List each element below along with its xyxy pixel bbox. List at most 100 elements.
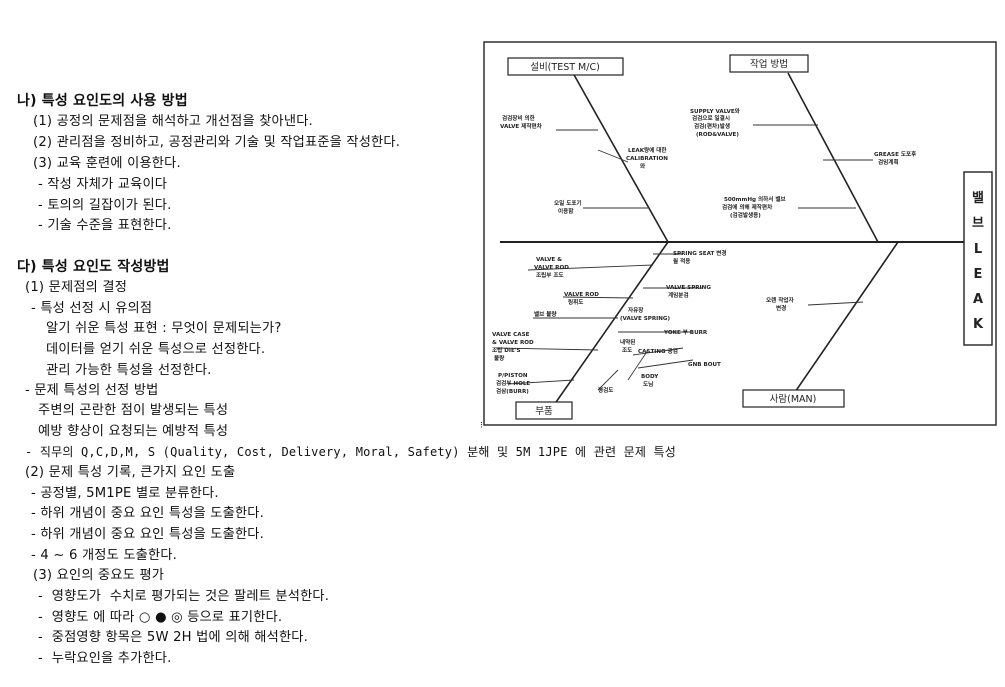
cause-label: 검임계획 <box>878 158 899 166</box>
box-parts <box>515 401 573 420</box>
effect-char: K <box>973 317 984 332</box>
cause-label: 계임분검 <box>668 291 689 299</box>
cause-label: 검검장비 의한 <box>502 114 536 122</box>
cause-label: 검검부 HOLE <box>496 379 530 387</box>
branch-line <box>597 369 619 391</box>
cause-label: 링휘도 <box>568 298 583 306</box>
scan-mark: ⁝ <box>480 421 483 430</box>
bone-method <box>787 72 879 243</box>
diagram-frame <box>483 41 997 426</box>
section-b-item: (1) 공정의 문제점을 해석하고 개선점을 찾아낸다. <box>33 114 313 129</box>
section-c-line: - 중점영향 항목은 5W 2H 법에 의해 해석한다. <box>38 630 309 645</box>
cause-label: 조도 <box>622 347 632 354</box>
bone-person <box>792 241 899 396</box>
section-c-line: 데이터를 얻기 쉬운 특성으로 선정한다. <box>46 342 266 357</box>
cause-label: VALVE CASE <box>492 332 530 338</box>
cause-label: (VALVE SPRING) <box>620 316 671 322</box>
effect-char: A <box>973 292 983 307</box>
section-b-title: 나) 특성 요인도의 사용 방법 <box>17 93 188 109</box>
cause-label: 도님 <box>643 380 653 388</box>
section-c-line: - 문제 특성의 선정 방법 <box>25 383 159 398</box>
cause-label: 검검에 의해 제작편차 <box>722 203 773 211</box>
cause-label: 밸브 불량 <box>534 310 557 318</box>
cause-label: 오일 도포기 <box>554 199 582 207</box>
section-b-item: - 토의의 길잡이가 된다. <box>38 198 172 213</box>
section-b-item: (3) 교육 훈련에 이용한다. <box>33 156 181 171</box>
cause-label: VALVE & <box>536 257 562 263</box>
cause-label: 월 적용 <box>673 257 690 265</box>
effect-char: E <box>974 267 983 282</box>
section-c-line: - 특성 선정 시 유의점 <box>31 301 153 316</box>
branch-line <box>807 301 864 306</box>
section-c-line: - 영향도 에 따라 ○ ● ◎ 등으로 표기한다. <box>38 610 283 625</box>
cause-label: LEAK량에 대한 <box>628 146 667 154</box>
section-c-line: - 하위 개념이 중요 요인 특성을 도출한다. <box>31 527 265 542</box>
cause-label: 500mmHg 의하서 밸브 <box>724 195 786 203</box>
section-c-line: - 공정별, 5M1PE 별로 분류한다. <box>31 486 219 501</box>
section-b-item: - 작성 자체가 교육이다 <box>38 177 168 192</box>
cause-label: GREASE 도포후 <box>874 150 916 158</box>
cause-label: P/PISTON <box>498 373 528 379</box>
cause-label: 와 <box>640 162 646 170</box>
cause-label: 검검으로 일결시 <box>692 114 730 122</box>
cause-label: 조립 DIE'S <box>492 346 521 354</box>
cause-label: 이용함 <box>558 207 574 215</box>
cause-label: (ROD&VALVE) <box>696 132 739 138</box>
cause-label: (검검발생용) <box>730 211 761 219</box>
section-c-line: 관리 가능한 특성을 선정한다. <box>46 363 212 378</box>
section-c-line: - 누락요인을 추가한다. <box>38 651 172 666</box>
cause-label: VALVE ROD <box>534 265 569 271</box>
section-c-line: (2) 문제 특성 기록, 큰가지 요인 도출 <box>25 465 236 480</box>
effect-char: 브 <box>972 216 984 231</box>
cause-label: 조립부 조도 <box>536 271 564 279</box>
cause-label: VALVE SPRING <box>666 285 711 291</box>
cause-label: SPRING SEAT 변경 <box>673 249 727 257</box>
cause-label: 불량 <box>494 354 505 362</box>
box-parts-label: 부품 <box>535 406 553 417</box>
section-c-line: (1) 문제점의 결정 <box>25 280 128 295</box>
cause-label: BODY <box>641 374 659 380</box>
cause-label: GNB BOUT <box>688 362 721 368</box>
cause-label: VALVE ROD <box>564 292 599 298</box>
cause-label: 오랜 작업자 <box>766 296 795 304</box>
cause-label: 변경 <box>776 304 786 312</box>
box-method <box>729 54 809 73</box>
cause-label: CALIBRATION <box>626 156 668 162</box>
cause-label: & VALVE ROD <box>492 340 534 346</box>
branch-line <box>627 349 649 381</box>
section-c-line: 알기 쉬운 특성 표현 : 무엇이 문제되는가? <box>46 321 282 336</box>
cause-label: 평검도 <box>598 386 613 394</box>
section-b-item: (2) 관리점을 정비하고, 공정관리와 기술 및 작업표준을 작성한다. <box>33 135 401 150</box>
effect-char: 밸 <box>972 191 984 206</box>
box-person <box>742 389 845 408</box>
branch-line <box>632 347 684 356</box>
cause-label: 자유장 <box>628 306 644 314</box>
cause-label: 검삼(BURR) <box>496 387 529 395</box>
box-equipment <box>507 57 624 76</box>
section-c-line: - 하위 개념이 중요 요인 특성을 도출한다. <box>31 506 265 521</box>
box-effect <box>963 171 993 346</box>
section-c-line: 주변의 곤란한 점이 발생되는 특성 <box>38 403 229 418</box>
box-person-label: 사람(MAN) <box>770 393 817 405</box>
section-c-line: (3) 요인의 중요도 평가 <box>33 568 165 583</box>
cause-label: YOKE 부 BURR <box>663 328 708 336</box>
effect-char: L <box>974 242 982 257</box>
section-c-line: 예방 향상이 요청되는 예방적 특성 <box>38 424 229 439</box>
branch-line <box>637 359 694 369</box>
section-c-title: 다) 특성 요인도 작성방법 <box>17 259 170 275</box>
section-c-line: - 4 ~ 6 개정도 도출한다. <box>31 548 178 563</box>
branch-line <box>527 264 654 271</box>
branch-line <box>597 149 629 163</box>
fishbone-diagram: 설비(TEST M/C) 작업 방법 부품 사람(MAN) 밸 브 L E A … <box>480 41 997 430</box>
branch-line <box>562 296 634 299</box>
cause-label: 내약된 <box>620 338 635 346</box>
bone-equipment <box>572 72 669 243</box>
box-equipment-label: 설비(TEST M/C) <box>530 62 600 73</box>
cause-label: 검검(편차)발생 <box>694 122 730 130</box>
section-c-line: - 영향도가 수치로 평가되는 것은 팔레트 분석한다. <box>38 589 330 604</box>
cause-label: VALVE 제작편차 <box>500 122 543 130</box>
section-b-item: - 기술 수준을 표현한다. <box>38 218 172 233</box>
section-c-line: - 직무의 Q,C,D,M, S (Quality, Cost, Deliver… <box>25 445 676 459</box>
cause-label: SUPPLY VALVE와 <box>690 107 741 115</box>
branch-line <box>507 379 575 385</box>
